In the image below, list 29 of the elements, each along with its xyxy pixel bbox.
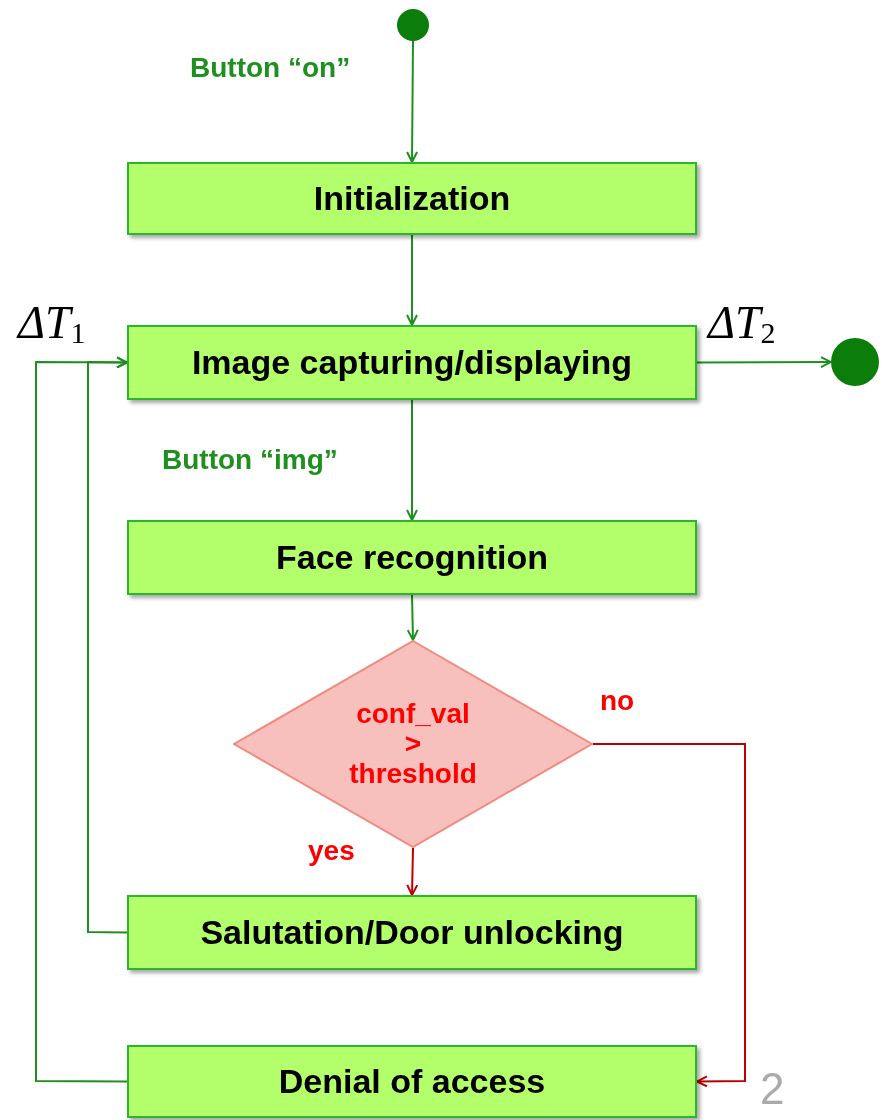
step-label: Salutation/Door unlocking [200,913,624,952]
step-label: Denial of access [278,1062,546,1101]
edge-label: yes [308,835,355,867]
arrow [406,594,419,641]
edge-label: Button “img” [162,444,338,476]
arrow [696,356,832,369]
arrow [87,356,128,934]
process-box [127,895,697,970]
terminal-circle [397,9,429,41]
process-box [127,162,697,235]
terminal-circle [831,338,879,386]
process-box [127,325,697,400]
arrow [592,743,746,1088]
step-label: Image capturing/displaying [191,343,633,382]
page-number: 2 [760,1064,785,1114]
arrow [406,234,418,326]
arrow [406,40,419,163]
edge-label: Button “on” [190,52,351,84]
step-label: Initialization [313,179,511,218]
arrow [406,399,418,521]
time-interval-label: ΔT$_{2}$ [708,300,776,348]
process-box [127,520,697,595]
process-box [127,1045,697,1118]
condition-text: conf_val > threshold [349,698,477,790]
edge-label: no [600,685,635,717]
step-label: Face recognition [275,538,549,577]
arrow [35,356,128,1083]
time-interval-label: ΔT$_{1}$ [18,300,86,348]
arrow [406,847,419,896]
